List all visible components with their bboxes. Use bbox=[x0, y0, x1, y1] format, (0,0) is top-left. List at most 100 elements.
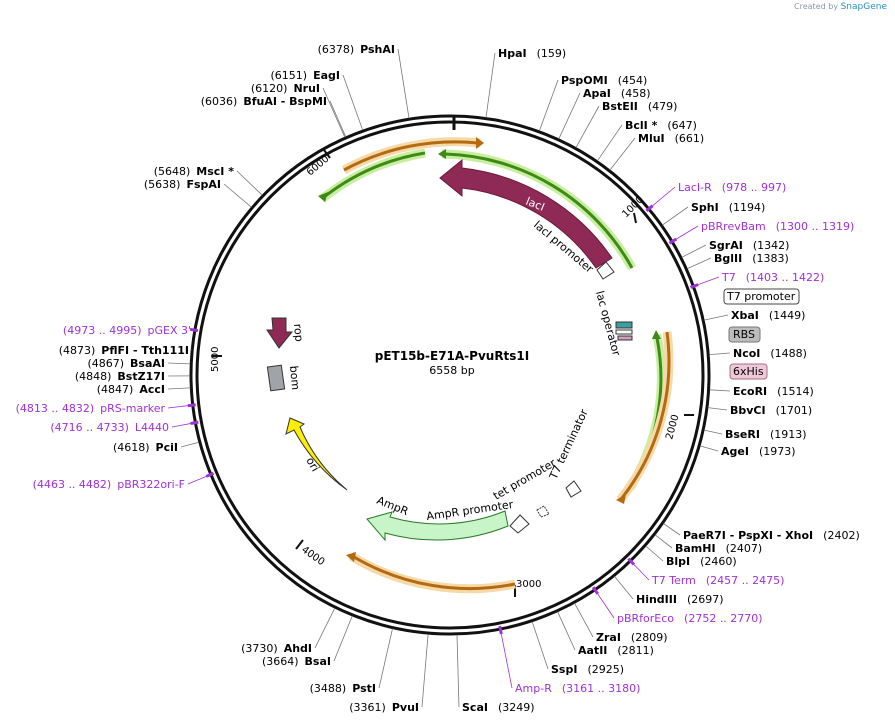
site-label-HpaI: HpaI (159) bbox=[498, 47, 566, 60]
site-pos-NruI: (6120) bbox=[251, 82, 288, 95]
leader-BstEII bbox=[575, 105, 600, 148]
site-pos-ApaI: (458) bbox=[621, 87, 651, 100]
primer-mark-L4440 bbox=[190, 420, 199, 425]
leader-EcoRI bbox=[709, 389, 731, 392]
site-name-AhdI: AhdI bbox=[284, 642, 312, 655]
lacI-feature bbox=[439, 158, 613, 269]
tick-3000: 3000 bbox=[516, 579, 541, 590]
orange-arc-bottom-glow bbox=[348, 552, 516, 594]
primer-mark-pGEX3 bbox=[189, 327, 199, 333]
leader-NruI bbox=[322, 87, 346, 138]
leader-NcoI bbox=[709, 352, 731, 355]
site-name-PflFI: PflFI - Tth111I bbox=[101, 344, 189, 357]
leader-SphI bbox=[662, 206, 689, 226]
site-pos-AgeI: (1973) bbox=[759, 445, 796, 458]
site-name-PspOMI: PspOMI bbox=[561, 74, 608, 87]
green-arc-top-head bbox=[318, 192, 328, 202]
site-label-FspAI: (5638)FspAI bbox=[144, 178, 221, 191]
site-pos-BsaI: (3664) bbox=[262, 655, 299, 668]
leader-BsaAI bbox=[167, 362, 191, 365]
site-pos-MluI: (661) bbox=[675, 132, 705, 145]
site-label-SspI: SspI(2925) bbox=[551, 663, 624, 676]
primer-mark-LacIR bbox=[645, 204, 654, 213]
site-name-BlpI: BlpI bbox=[666, 555, 690, 568]
site-pos-PstI: (3488) bbox=[310, 682, 347, 695]
site-pos-T7: (1403 .. 1422) bbox=[746, 271, 825, 284]
site-label-MluI: MluI(661) bbox=[638, 132, 704, 145]
site-name-AmpR_primer: Amp-R bbox=[515, 682, 552, 695]
primer-mark-T7 bbox=[689, 283, 699, 289]
site-pos-BfuAI: (6036) bbox=[201, 95, 238, 108]
site-pos-L4440: (4716 .. 4733) bbox=[50, 421, 129, 434]
site-name-BfuAI: BfuAI - BspMI bbox=[243, 95, 327, 108]
t7-terminator-arrow bbox=[565, 480, 582, 498]
plasmid-length: 6558 bp bbox=[429, 364, 474, 377]
site-name-EcoRI: EcoRI bbox=[733, 385, 767, 398]
leader-SspI bbox=[531, 621, 549, 670]
ampR-label: AmpR bbox=[375, 494, 411, 518]
site-label-BglII: BglII(1383) bbox=[714, 252, 789, 265]
rbs-box-small bbox=[617, 335, 633, 341]
site-pos-SspI: (2925) bbox=[587, 663, 624, 676]
tick-1000: 1000 bbox=[620, 194, 646, 220]
site-pos-AhdI: (3730) bbox=[241, 642, 278, 655]
leader-BclI bbox=[597, 124, 623, 162]
leader-BlpI bbox=[645, 545, 664, 562]
leader-PciI bbox=[180, 441, 199, 448]
site-name-T7: T7 bbox=[721, 271, 736, 284]
site-label-PaeR7I: PaeR7I - PspXI - XhoI(2402) bbox=[683, 529, 860, 542]
t7-promoter-box-text: T7 promoter bbox=[726, 290, 796, 303]
primer-mark-T7Term bbox=[627, 557, 635, 566]
site-name-XbaI: XbaI bbox=[731, 309, 759, 322]
site-pos-PvuI: (3361) bbox=[349, 701, 386, 714]
leader-PaeR7I bbox=[663, 523, 681, 536]
site-name-NcoI: NcoI bbox=[733, 347, 760, 360]
site-pos-ZraI: (2809) bbox=[631, 631, 668, 644]
ori-feature bbox=[285, 417, 348, 491]
site-label-EagI: (6151)EagI bbox=[271, 69, 340, 82]
site-pos-ScaI: (3249) bbox=[498, 701, 535, 714]
site-pos-PflFI: (4873) bbox=[59, 344, 96, 357]
site-label-BsaI: (3664)BsaI bbox=[262, 655, 331, 668]
plasmid-name: pET15b-E71A-PvuRts1I bbox=[375, 349, 530, 363]
site-name-HpaI: HpaI bbox=[498, 47, 527, 60]
site-label-ScaI: ScaI(3249) bbox=[462, 701, 535, 714]
site-pos-pBRrevBam: (1300 .. 1319) bbox=[776, 220, 855, 233]
site-pos-PciI: (4618) bbox=[113, 441, 150, 454]
rbs-label-box bbox=[728, 326, 761, 343]
site-name-SphI: SphI bbox=[691, 201, 719, 214]
primer-mark-pRSmarker bbox=[187, 403, 196, 408]
primer-mark-pBRrevBam bbox=[668, 237, 678, 245]
site-name-PshAI: PshAI bbox=[360, 43, 395, 56]
site-name-BseRI: BseRI bbox=[725, 428, 760, 441]
site-label-NcoI: NcoI (1488) bbox=[733, 347, 807, 360]
site-label-AgeI: AgeI(1973) bbox=[721, 445, 796, 458]
orange-arc-right bbox=[620, 331, 671, 499]
backbone-inner-ring bbox=[195, 120, 705, 630]
site-label-AccI: (4847) AccI bbox=[97, 383, 165, 396]
site-pos-HpaI: (159) bbox=[537, 47, 567, 60]
leader-T7 bbox=[694, 276, 720, 287]
site-name-SgrAI: SgrAI bbox=[709, 239, 743, 252]
site-label-ApaI: ApaI(458) bbox=[583, 87, 651, 100]
leader-ScaI bbox=[456, 634, 460, 708]
leader-PspOMI bbox=[539, 79, 559, 131]
site-pos-EagI: (6151) bbox=[271, 69, 308, 82]
site-pos-AccI: (4847) bbox=[97, 383, 134, 396]
site-pos-BstEII: (479) bbox=[648, 100, 678, 113]
site-label-XbaI: XbaI(1449) bbox=[731, 309, 805, 322]
leader-T7Term bbox=[630, 561, 650, 581]
leader-PvuI bbox=[421, 634, 429, 708]
site-pos-PspOMI: (454) bbox=[618, 74, 648, 87]
site-label-BfuAI: (6036) BfuAI - BspMI bbox=[201, 95, 327, 108]
site-label-SphI: SphI(1194) bbox=[691, 201, 765, 214]
site-label-BstEII: BstEII(479) bbox=[602, 100, 677, 113]
leader-BglII bbox=[687, 257, 712, 269]
site-name-AccI: AccI bbox=[139, 383, 165, 396]
leader-AccI bbox=[167, 387, 191, 390]
leader-BseRI bbox=[704, 429, 723, 435]
site-pos-NcoI: (1488) bbox=[770, 347, 807, 360]
site-name-PaeR7I: PaeR7I - PspXI - XhoI bbox=[683, 529, 813, 542]
green-arc-lacI bbox=[444, 152, 634, 269]
ampR-promoter-arrow bbox=[509, 514, 530, 534]
